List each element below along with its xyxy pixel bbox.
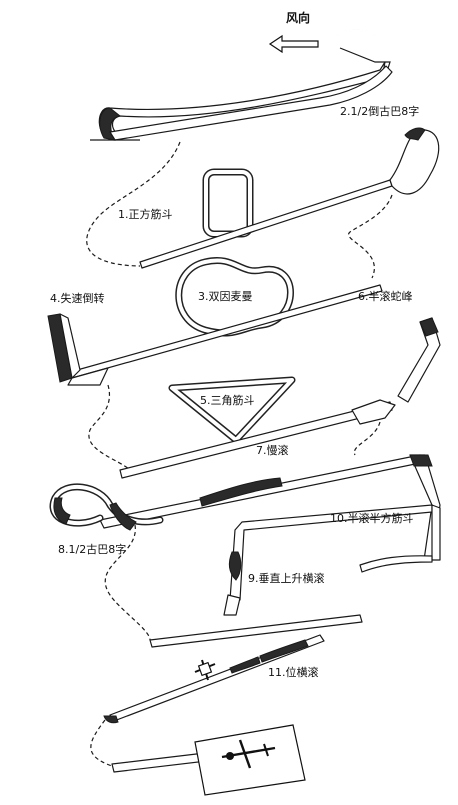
wind-label: 风向 bbox=[286, 10, 310, 25]
figure-9-vertical-roll bbox=[149, 551, 363, 648]
label-figure-4: 4.失速倒转 bbox=[50, 291, 105, 305]
figure-2-reverse-half-cuban-eight bbox=[90, 61, 393, 141]
connector-6-7 bbox=[353, 421, 381, 456]
label-figure-11: 11.位横滚 bbox=[268, 665, 319, 679]
figure-6-half-roll-humpty bbox=[397, 317, 441, 403]
connector-4-5 bbox=[88, 384, 131, 471]
figure-1-square-loop bbox=[139, 127, 440, 269]
label-figure-1: 1.正方筋斗 bbox=[118, 207, 173, 221]
label-figure-2: 2.1/2倒古巴8字 bbox=[340, 104, 419, 118]
figure-11-point-roll bbox=[103, 634, 325, 724]
airplane-icon bbox=[221, 739, 276, 769]
label-figure-5: 5.三角筋斗 bbox=[200, 393, 255, 407]
label-figure-7: 7.慢滚 bbox=[256, 443, 289, 457]
connector-8-9 bbox=[104, 524, 151, 641]
figure-8-half-cuban-eight bbox=[49, 483, 164, 531]
wind-direction: 风向 bbox=[268, 10, 319, 54]
label-figure-9: 9.垂直上升横滚 bbox=[248, 571, 325, 585]
runway-plate bbox=[194, 724, 306, 796]
figure-4-stall-turn bbox=[47, 284, 383, 386]
connector-2-1 bbox=[86, 141, 181, 267]
connector-11-landing bbox=[90, 719, 113, 767]
label-figure-8: 8.1/2古巴8字 bbox=[58, 542, 126, 556]
figure-5-triangle-loop bbox=[119, 376, 396, 479]
figure-10-half-roll-half-square-loop bbox=[229, 504, 441, 601]
label-figure-3: 3.双因麦曼 bbox=[198, 290, 253, 303]
label-figure-10: 10.半滚半方筋斗 bbox=[330, 511, 414, 525]
left-arrow-icon bbox=[268, 34, 319, 54]
label-figure-6: 6.半滚蛇峰 bbox=[358, 289, 413, 303]
connector-1-6 bbox=[347, 194, 393, 279]
airplane-icon bbox=[194, 659, 216, 681]
